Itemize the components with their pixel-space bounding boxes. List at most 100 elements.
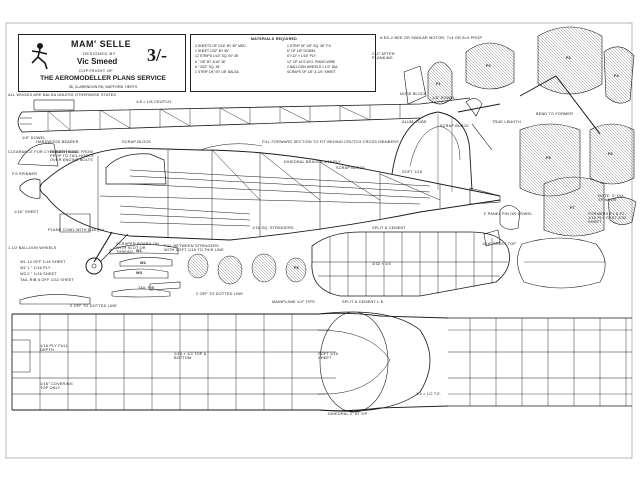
former-f2 [465, 42, 515, 90]
label-scraper: SCRAPER BOARD ON WITH SLOT OR THREAD [116, 242, 159, 254]
label-fill-between: FILL BETWEEN STRINGERS WITH SOFT 1/16 TO… [164, 244, 224, 252]
motor-note: A ED-2 BEE OR SIMILAR MOTOR, 7×4 OR 8×4 … [380, 36, 483, 40]
materials-right: 1 STRIP OF 1/8" SQ. 36" F.S. 6" OF 1/8" … [287, 44, 338, 75]
label-ts: 3/32 × 1/4 [372, 262, 391, 266]
material-item: 1 STRIP 1/4" BY 1/8" BALSA [195, 70, 239, 75]
label-split-cement-2: SPLIT & CEMENT [372, 226, 406, 230]
label-top-bottom: 1/16 × 1/4 TOP & BOTTOM [174, 352, 207, 360]
rib-w1 [109, 244, 179, 255]
former-f4 [603, 46, 635, 104]
tag-w2: W2 [140, 261, 147, 265]
label-split-cement: SPLIT & CEMENT L.E. [342, 300, 385, 304]
label-off-dotted: 2 OFF TO DOTTED LINE [70, 304, 118, 308]
wing-plan [11, 311, 632, 413]
label-covering: 1/16" COVERING TOP ONLY [40, 382, 73, 390]
label-scrap-block-3: SCRAP BLOCK [336, 166, 366, 170]
label-bend-former: BEND TO FORMER [536, 112, 574, 116]
tag-f3: F3 [566, 56, 571, 60]
label-nose-block: NOSE BLOCK [400, 92, 427, 96]
label-soft-sheet-2: SOFT 1/16 SHEET [318, 352, 339, 360]
label-ply-full: 1/16 PLY FULL DEPTH [40, 344, 69, 352]
material-item: 2 BALLOON WHEELS 1 1/2" DIA. [287, 64, 339, 69]
nose-former-sketch [17, 143, 91, 233]
copyright-label: COPYRIGHT OF [79, 68, 113, 73]
material-item: 6" OF 1/8" DOWEL [287, 49, 316, 54]
label-sheet-w1: W1 14 OFF 1/16 SHEET [20, 260, 66, 264]
label-scrap-block: SCRAP BLOCK [122, 140, 152, 144]
tag-w3: W3 [136, 271, 143, 275]
former-f8 [607, 197, 637, 225]
label-dowel-nose: 1/8" DOWEL [22, 136, 46, 140]
label-cut-after: CUT AFTER PLANKING [372, 52, 395, 60]
label-mainplane: MAINPLANE 1/4" TIPS [272, 300, 315, 304]
label-soft-sheet: SOFT 1/16 [402, 170, 423, 174]
material-item: 6"×12" × 1/16" PLY [287, 54, 316, 59]
former-f7 [543, 176, 605, 237]
material-item: 12" OF 16 S.W.G. PIANO WIRE [287, 59, 336, 64]
label-fill-former: FILL FORWARD SECTION TO FIT BEHIND CRUTC… [262, 140, 400, 144]
label-sheet-16: 1/16" SHEET [14, 210, 39, 214]
label-te: 1/4 × 1/2 T.E. [416, 392, 442, 396]
rib-w2 [119, 257, 173, 267]
label-alum-tube: ALUM. TUBE [402, 120, 427, 124]
label-tail-rib: TAIL RIB 6 OFF 1/32 SHEET [20, 278, 74, 282]
tag-f7: F7 [570, 206, 575, 210]
formers-group [427, 26, 637, 237]
materials-heading: MATERIALS REQUIRED [251, 37, 298, 41]
stab-outline [517, 237, 606, 289]
designer-name: Vic Smeed [77, 57, 118, 66]
label-note-right: NOTE: 3" DIA. SPINNER [598, 194, 626, 202]
tag-w1: W1 [136, 249, 143, 253]
tag-f2: F2 [486, 64, 491, 68]
rib-tail [111, 288, 171, 298]
material-item: 1 SHEET 1/32" BY 36" [195, 49, 230, 54]
plan-price: 3/- [147, 45, 167, 65]
label-rubber-band: RUBBER BAND FROM PROP TO TAIL HOOKS OVER… [50, 150, 94, 162]
runner-logo-icon [31, 43, 48, 70]
label-rib-tail: TAIL RIB [138, 286, 155, 290]
header-note: ALL WOODS ARE BALSA UNLESS OTHERWISE STA… [8, 93, 117, 97]
fuselage-main-view [19, 111, 501, 275]
label-formers: FORMERS F1 & F2 - 1/16 PLY REST 3/32 SHE… [588, 212, 628, 224]
label-fin-dowel: F PANEL PIN OR DOWEL [484, 212, 533, 216]
plan-title: MAM' SELLE [71, 39, 132, 49]
label-balloon-wheels: 1 1/2 BALLOON WHEELS [8, 246, 57, 250]
label-spinner: F.5 SPINNER [12, 172, 38, 176]
publisher-address: 38, CLARENDON RD, WATFORD, HERTS [68, 85, 138, 89]
label-clearance: CLEARANCE FOR CYLINDER HEAD [8, 150, 78, 154]
material-item: SCRAPS OF 1/8" & 1/4" SHEET [287, 70, 336, 75]
label-true-length: TRUE LENGTH [492, 120, 521, 124]
wire-strut [457, 75, 601, 151]
label-scrap-block-2: SCRAP BLOCK [440, 124, 470, 128]
nose-block [403, 65, 483, 117]
material-item: 2 SHEETS OF 1/16" BY 36" MED. [195, 44, 247, 48]
tag-f6: F6 [608, 152, 613, 156]
material-item: 6 " 1/8" BY 1/16" 36" [195, 59, 226, 64]
material-item: 12 STRIPS 1/16" SQ. BY 36" [195, 54, 239, 59]
rib-w3 [113, 268, 169, 279]
tailplane-plan [311, 231, 510, 297]
tag-f4: F4 [614, 74, 619, 78]
material-item: 6 " 3/32" SQ. 36" [195, 64, 221, 69]
materials-left: 2 SHEETS OF 1/16" BY 36" MED. 1 SHEET 1/… [195, 44, 247, 75]
title-block: MAM' SELLE DESIGNED BY Vic Smeed COPYRIG… [18, 34, 186, 92]
label-dihedral-tip: DIHEDRAL 2" AT TIP [328, 412, 368, 416]
fuselage-side-view [17, 97, 471, 133]
designed-by-label: DESIGNED BY [83, 51, 116, 56]
publisher-name: THE AEROMODELLER PLANS SERVICE [40, 75, 166, 82]
materials-block: MATERIALS REQUIRED 2 SHEETS OF 1/16" BY … [190, 34, 376, 92]
label-hardwood-bearer: HARDWOOD BEARER [36, 140, 79, 144]
label-stringers: 1/16 SQ. STRINGERS [252, 226, 294, 230]
label-crutch: 1/8 × 1/8 CRUTCH [136, 100, 172, 104]
rib-parts [19, 244, 181, 305]
label-dowel-top: 1/8" DOWEL [432, 96, 456, 100]
tag-f1: F1 [436, 82, 441, 86]
fin-tip-sketch [483, 205, 521, 247]
label-dihedral-braces: DIHEDRAL BRACES 1/16 PLY [284, 160, 341, 164]
label-sheet-top: 1/16" SHEET TOP [482, 242, 517, 246]
tag-f8: F8 [294, 266, 299, 270]
tag-f5: F5 [546, 156, 551, 160]
label-sheet-w2: W2 1 " 1/16 PLY [20, 266, 51, 270]
label-off-dotted-2: 2 OFF TO DOTTED LINE [196, 292, 244, 296]
